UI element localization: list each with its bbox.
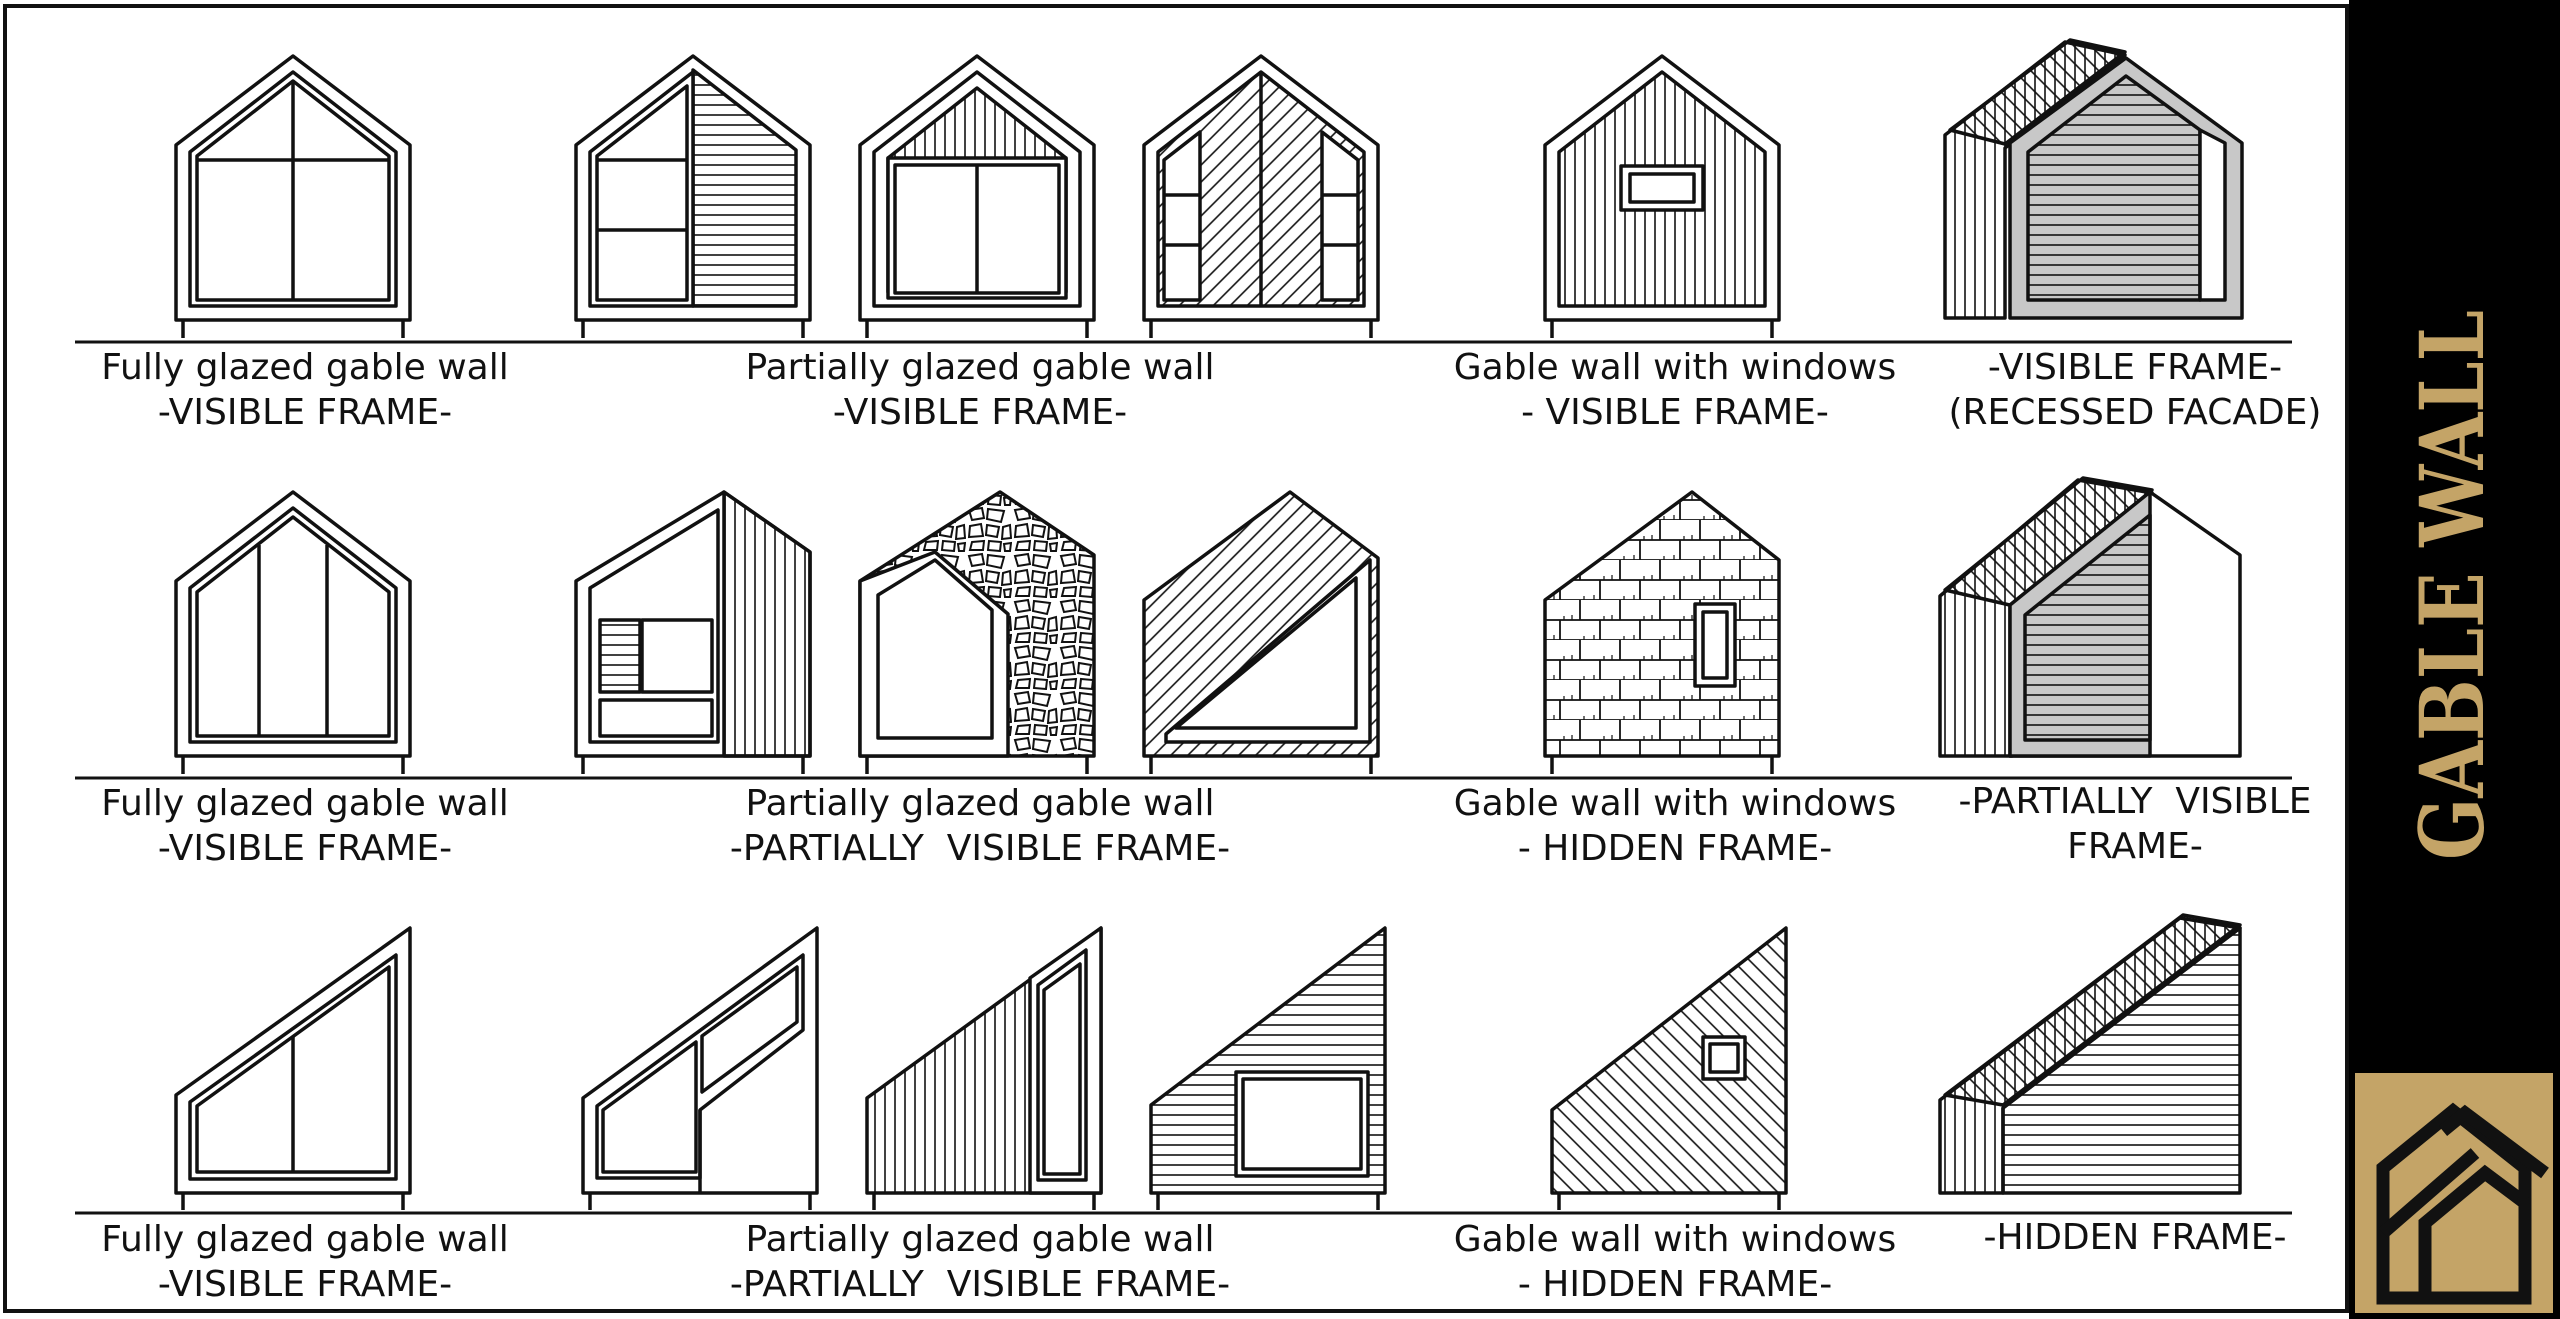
house-r3-windows xyxy=(1550,926,1788,1210)
caption-line1: -HIDDEN FRAME- xyxy=(1983,1217,2287,1258)
caption-line2: -VISIBLE FRAME- xyxy=(157,828,453,869)
house-r1-partial-b xyxy=(858,54,1096,338)
house-r3-fully-glazed xyxy=(174,926,412,1210)
caption-line2: - HIDDEN FRAME- xyxy=(1517,1264,1833,1305)
caption-line2: -VISIBLE FRAME- xyxy=(157,392,453,433)
caption-line1: Fully glazed gable wall xyxy=(101,347,509,388)
house-r1-partial-a xyxy=(574,54,812,338)
caption-line1: Partially glazed gable wall xyxy=(745,1219,1215,1260)
house-r2-partial-frame xyxy=(1938,476,2242,758)
caption-line1: Gable wall with windows xyxy=(1453,1219,1897,1260)
house-r2-windows xyxy=(1543,490,1781,774)
house-r1-windows xyxy=(1543,54,1781,338)
caption-line1: Fully glazed gable wall xyxy=(101,1219,509,1260)
sidebar-title-text: GABLE WALL xyxy=(2405,310,2504,860)
caption-line2: (RECESSED FACADE) xyxy=(1948,392,2322,433)
caption-line2: -VISIBLE FRAME- xyxy=(832,392,1128,433)
caption-line1: Partially glazed gable wall xyxy=(745,347,1215,388)
caption-line1: -VISIBLE FRAME- xyxy=(1987,347,2283,388)
caption-line1: Gable wall with windows xyxy=(1453,347,1897,388)
caption-line1: Partially glazed gable wall xyxy=(745,783,1215,824)
house-r2-fully-glazed xyxy=(174,490,412,774)
caption-r1-c4: -VISIBLE FRAME-(RECESSED FACADE) xyxy=(1935,345,2335,435)
house-r1-fully-glazed xyxy=(174,54,412,338)
house-r1-partial-c xyxy=(1142,54,1380,338)
house-r2-partial-b xyxy=(858,490,1096,774)
house-r3-partial-a xyxy=(581,926,819,1210)
caption-r3-c4: -HIDDEN FRAME- xyxy=(1935,1215,2335,1260)
house-r1-recessed xyxy=(1943,38,2244,320)
caption-line1: Gable wall with windows xyxy=(1453,783,1897,824)
caption-r1-c3: Gable wall with windows- VISIBLE FRAME- xyxy=(1430,345,1920,435)
house-r2-partial-c xyxy=(1142,490,1380,774)
caption-line1: Fully glazed gable wall xyxy=(101,783,509,824)
logo-box xyxy=(2355,1073,2553,1313)
caption-line2: - HIDDEN FRAME- xyxy=(1517,828,1833,869)
caption-r2-c1: Fully glazed gable wall-VISIBLE FRAME- xyxy=(90,781,520,871)
caption-r1-c2: Partially glazed gable wall-VISIBLE FRAM… xyxy=(700,345,1260,435)
caption-line2: -PARTIALLY VISIBLE FRAME- xyxy=(729,828,1231,869)
caption-line2: FRAME- xyxy=(2067,826,2203,867)
caption-line2: - VISIBLE FRAME- xyxy=(1521,392,1829,433)
caption-r3-c2: Partially glazed gable wall-PARTIALLY VI… xyxy=(700,1217,1260,1307)
caption-line1: -PARTIALLY VISIBLE xyxy=(1958,781,2312,822)
house-roof-logo-icon xyxy=(2376,1102,2549,1305)
house-r3-partial-b xyxy=(865,926,1103,1210)
caption-r3-c1: Fully glazed gable wall-VISIBLE FRAME- xyxy=(90,1217,520,1307)
caption-r1-c1: Fully glazed gable wall-VISIBLE FRAME- xyxy=(90,345,520,435)
caption-line2: -VISIBLE FRAME- xyxy=(157,1264,453,1305)
sidebar-title: GABLE WALL xyxy=(2400,300,2505,870)
caption-r3-c3: Gable wall with windows- HIDDEN FRAME- xyxy=(1430,1217,1920,1307)
house-r3-partial-c xyxy=(1149,926,1387,1210)
caption-r2-c3: Gable wall with windows- HIDDEN FRAME- xyxy=(1430,781,1920,871)
gable-drawings xyxy=(75,38,2292,1215)
caption-r2-c2: Partially glazed gable wall-PARTIALLY VI… xyxy=(700,781,1260,871)
house-r2-partial-a xyxy=(574,490,812,774)
ground-lines xyxy=(75,340,2292,1215)
house-r3-hidden-frame xyxy=(1938,913,2242,1195)
caption-line2: -PARTIALLY VISIBLE FRAME- xyxy=(729,1264,1231,1305)
